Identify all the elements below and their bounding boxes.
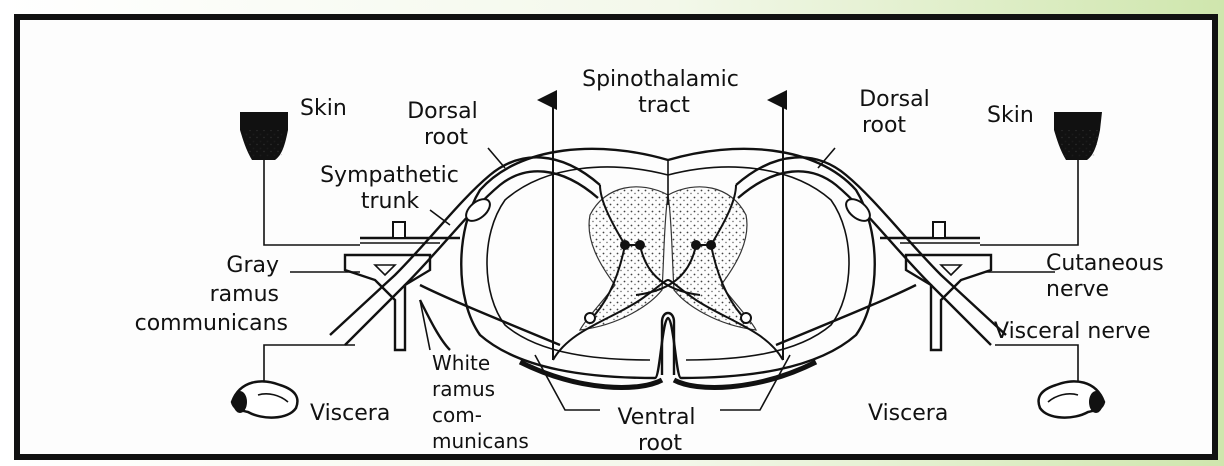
skin-patch-icon (1054, 112, 1102, 160)
label-spinothalamic-tract: Spinothalamic tract (582, 67, 746, 118)
label-skin-left: Skin (300, 96, 347, 121)
label-visceral-nerve: Visceral nerve (994, 319, 1150, 344)
label-cutaneous-nerve: Cutaneous nerve (1046, 251, 1171, 302)
spinal-cord (461, 149, 875, 388)
label-dorsal-root-left: Dorsal root (407, 99, 485, 150)
label-dorsal-root-right: Dorsal root (859, 87, 937, 138)
viscera-icon (232, 381, 297, 417)
label-viscera-right: Viscera (868, 401, 948, 426)
label-sympathetic-trunk: Sympathetic trunk (320, 163, 466, 214)
label-gray-ramus-communicans: Gray ramus communicans (135, 253, 288, 336)
label-white-ramus-communicans: White ramus com- municans (432, 351, 529, 453)
skin-patch-icon (240, 112, 288, 160)
spinothalamic-tracts (553, 100, 783, 360)
viscera-icon (1039, 381, 1104, 417)
label-ventral-root: Ventral root (617, 405, 702, 456)
label-skin-right: Skin (987, 103, 1034, 128)
label-viscera-left: Viscera (310, 401, 390, 426)
